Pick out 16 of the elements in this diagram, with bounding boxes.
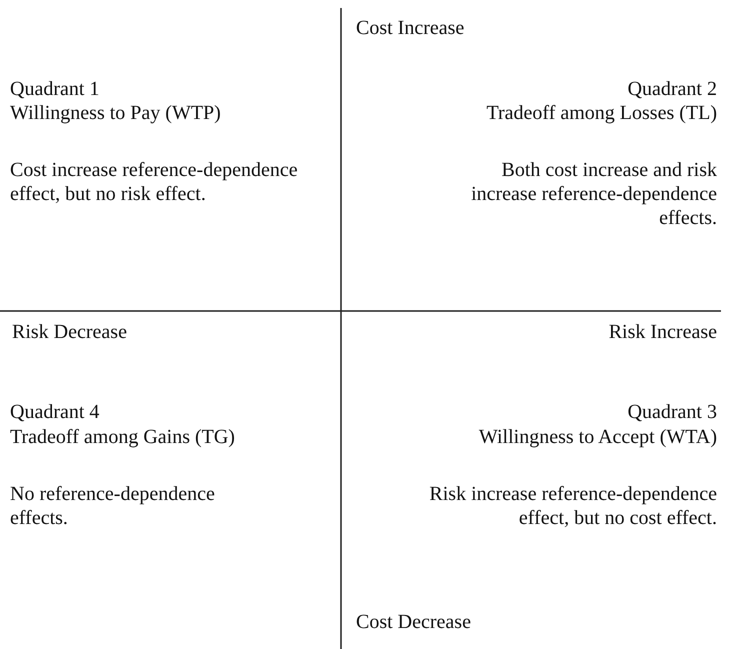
- quadrant-number: Quadrant 1: [10, 78, 100, 100]
- axis-label: Risk Increase: [608, 321, 717, 343]
- description-text: Both cost increase and risk increase reference-dependence effects.: [471, 159, 717, 229]
- axis-label: Cost Increase: [356, 17, 464, 39]
- axis-label: Cost Decrease: [356, 611, 471, 633]
- description-text: Risk increase reference-dependence effect, but no cost effect.: [429, 483, 717, 529]
- quadrant-title: Willingness to Pay (WTP): [10, 102, 221, 124]
- quadrant-title: Tradeoff among Gains (TG): [10, 426, 235, 448]
- description-text: No reference-dependence effects.: [10, 483, 215, 529]
- quadrant-number: Quadrant 3: [628, 401, 717, 423]
- axis-label: Risk Decrease: [12, 321, 127, 343]
- quadrant-number: Quadrant 4: [10, 401, 100, 423]
- description-text: Cost increase reference-dependence effect, but no risk effect.: [10, 159, 298, 205]
- quadrant-title: Tradeoff among Losses (TL): [486, 102, 717, 124]
- quadrant-title: Willingness to Accept (WTA): [478, 426, 717, 448]
- quadrant-number: Quadrant 2: [628, 78, 717, 100]
